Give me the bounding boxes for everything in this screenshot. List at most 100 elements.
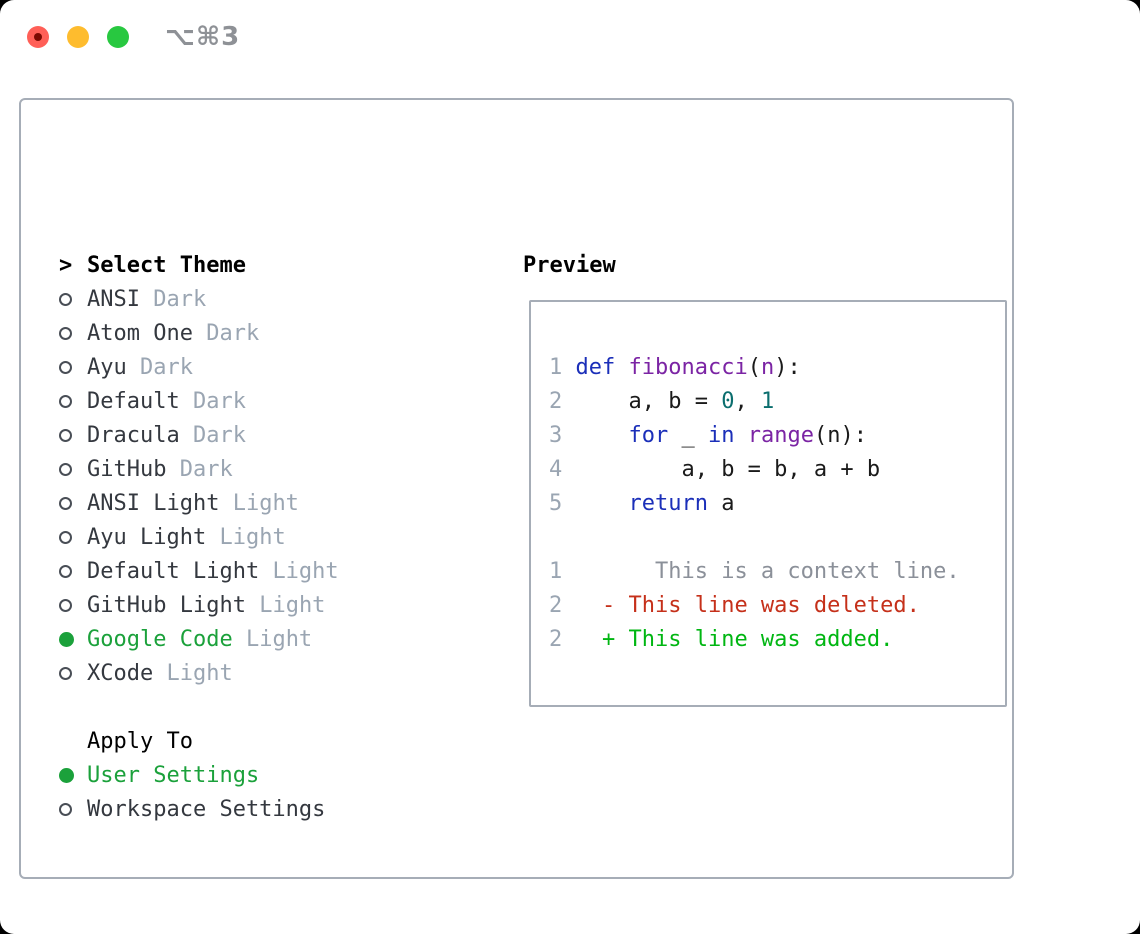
zoom-button[interactable] <box>107 26 129 48</box>
code-token: 5 <box>549 490 576 516</box>
radio-unselected-icon <box>59 428 87 442</box>
option-label: Dracula <box>87 422 180 448</box>
code-token: return <box>628 490 722 516</box>
apply-to-option[interactable]: User Settings <box>59 758 339 792</box>
code-line: 3 for _ in range(n): <box>549 418 960 452</box>
code-line: 1 This is a context line. <box>549 554 960 588</box>
window-controls <box>27 26 129 48</box>
code-token: fibonacci <box>628 354 748 380</box>
code-token: a <box>721 490 735 516</box>
option-label: Default Light <box>87 558 260 584</box>
code-token: 2 <box>549 592 576 618</box>
code-token: 2 <box>549 626 576 652</box>
code-token: 1 <box>549 558 576 584</box>
code-token <box>576 423 629 448</box>
theme-option[interactable]: GitHub Dark <box>59 452 339 486</box>
prompt-caret-icon: > <box>59 252 73 278</box>
option-variant-label: Dark <box>192 388 246 414</box>
option-label: ANSI Light <box>87 490 220 516</box>
code-line: 2 + This line was added. <box>549 622 960 656</box>
code-token: a, b = <box>575 388 722 414</box>
option-label: GitHub Light <box>87 592 246 618</box>
radio-unselected-icon <box>59 598 87 612</box>
option-variant-label: Light <box>245 626 313 652</box>
option-label: Ayu <box>87 354 127 380</box>
radio-unselected-icon <box>59 496 87 510</box>
radio-unselected-icon <box>59 802 87 816</box>
code-line: 5 return a <box>549 486 960 520</box>
option-variant-label: Light <box>232 490 299 516</box>
window-title: ⌥⌘3 <box>165 22 241 52</box>
theme-option[interactable]: Atom One Dark <box>59 316 339 350</box>
code-line: 2 a, b = 0, 1 <box>549 384 960 418</box>
option-label: GitHub <box>87 456 167 482</box>
radio-unselected-icon <box>59 564 87 578</box>
option-variant-label: Dark <box>206 320 260 346</box>
radio-unselected-icon <box>59 462 87 476</box>
select-theme-header-row: > Select Theme <box>59 248 339 282</box>
code-token: (n): <box>813 422 867 448</box>
minimize-button[interactable] <box>67 26 89 48</box>
code-token <box>576 491 629 516</box>
code-token: 2 <box>549 388 576 414</box>
option-variant-label: Light <box>166 660 233 686</box>
option-variant-label: Light <box>259 592 326 618</box>
option-label: Workspace Settings <box>87 796 326 822</box>
hint-line-1: (Use Enter to select, Tab to <box>59 928 430 934</box>
theme-option[interactable]: Ayu Dark <box>59 350 339 384</box>
theme-option[interactable]: XCode Light <box>59 656 339 690</box>
code-token: for <box>628 422 682 448</box>
option-variant-label: Dark <box>140 354 193 380</box>
option-variant-label: Dark <box>153 286 207 312</box>
code-token: _ <box>681 422 708 448</box>
code-token: n <box>760 354 775 380</box>
theme-option[interactable]: GitHub Light Light <box>59 588 339 622</box>
code-token: This is a context line. <box>575 558 960 584</box>
code-token: 4 <box>549 456 576 482</box>
code-token: in <box>707 422 748 448</box>
radio-unselected-icon <box>59 292 87 306</box>
option-variant-label: Light <box>272 558 339 584</box>
code-token: 3 <box>549 422 576 448</box>
code-token: range <box>747 422 814 448</box>
theme-option[interactable]: Default Dark <box>59 384 339 418</box>
code-token: ( <box>747 354 761 380</box>
code-line: 1 def fibonacci(n): <box>549 350 960 384</box>
option-label: Default <box>87 388 180 414</box>
theme-option[interactable]: ANSI Dark <box>59 282 339 316</box>
option-label: ANSI <box>87 286 140 312</box>
radio-unselected-icon <box>59 530 87 544</box>
code-line: 2 - This line was deleted. <box>549 588 960 622</box>
code-token: 1 <box>760 388 775 414</box>
spacer-row <box>59 690 339 724</box>
option-variant-label: Dark <box>179 456 233 482</box>
code-token: a, b = b, a + b <box>575 456 881 482</box>
code-line <box>549 520 960 554</box>
option-label: Ayu Light <box>87 524 207 550</box>
apply-to-option[interactable]: Workspace Settings <box>59 792 339 826</box>
close-button[interactable] <box>27 26 49 48</box>
option-variant-label: Dark <box>192 422 246 448</box>
code-token: + This line was added. <box>575 626 894 652</box>
radio-unselected-icon <box>59 666 87 680</box>
radio-unselected-icon <box>59 394 87 408</box>
select-theme-header: Select Theme <box>87 252 246 278</box>
theme-option[interactable]: Google Code Light <box>59 622 339 656</box>
radio-selected-icon <box>59 767 87 783</box>
theme-option[interactable]: ANSI Light Light <box>59 486 339 520</box>
code-token: - This line was deleted. <box>575 592 920 618</box>
option-variant-label: Light <box>219 524 286 550</box>
theme-option[interactable]: Dracula Dark <box>59 418 339 452</box>
code-token: 0 <box>721 388 735 414</box>
keyboard-hint: (Use Enter to select, Tab to change focu… <box>59 860 430 934</box>
radio-selected-icon <box>59 631 87 647</box>
apply-to-header: Apply To <box>87 728 193 754</box>
theme-option[interactable]: Default Light Light <box>59 554 339 588</box>
theme-option[interactable]: Ayu Light Light <box>59 520 339 554</box>
